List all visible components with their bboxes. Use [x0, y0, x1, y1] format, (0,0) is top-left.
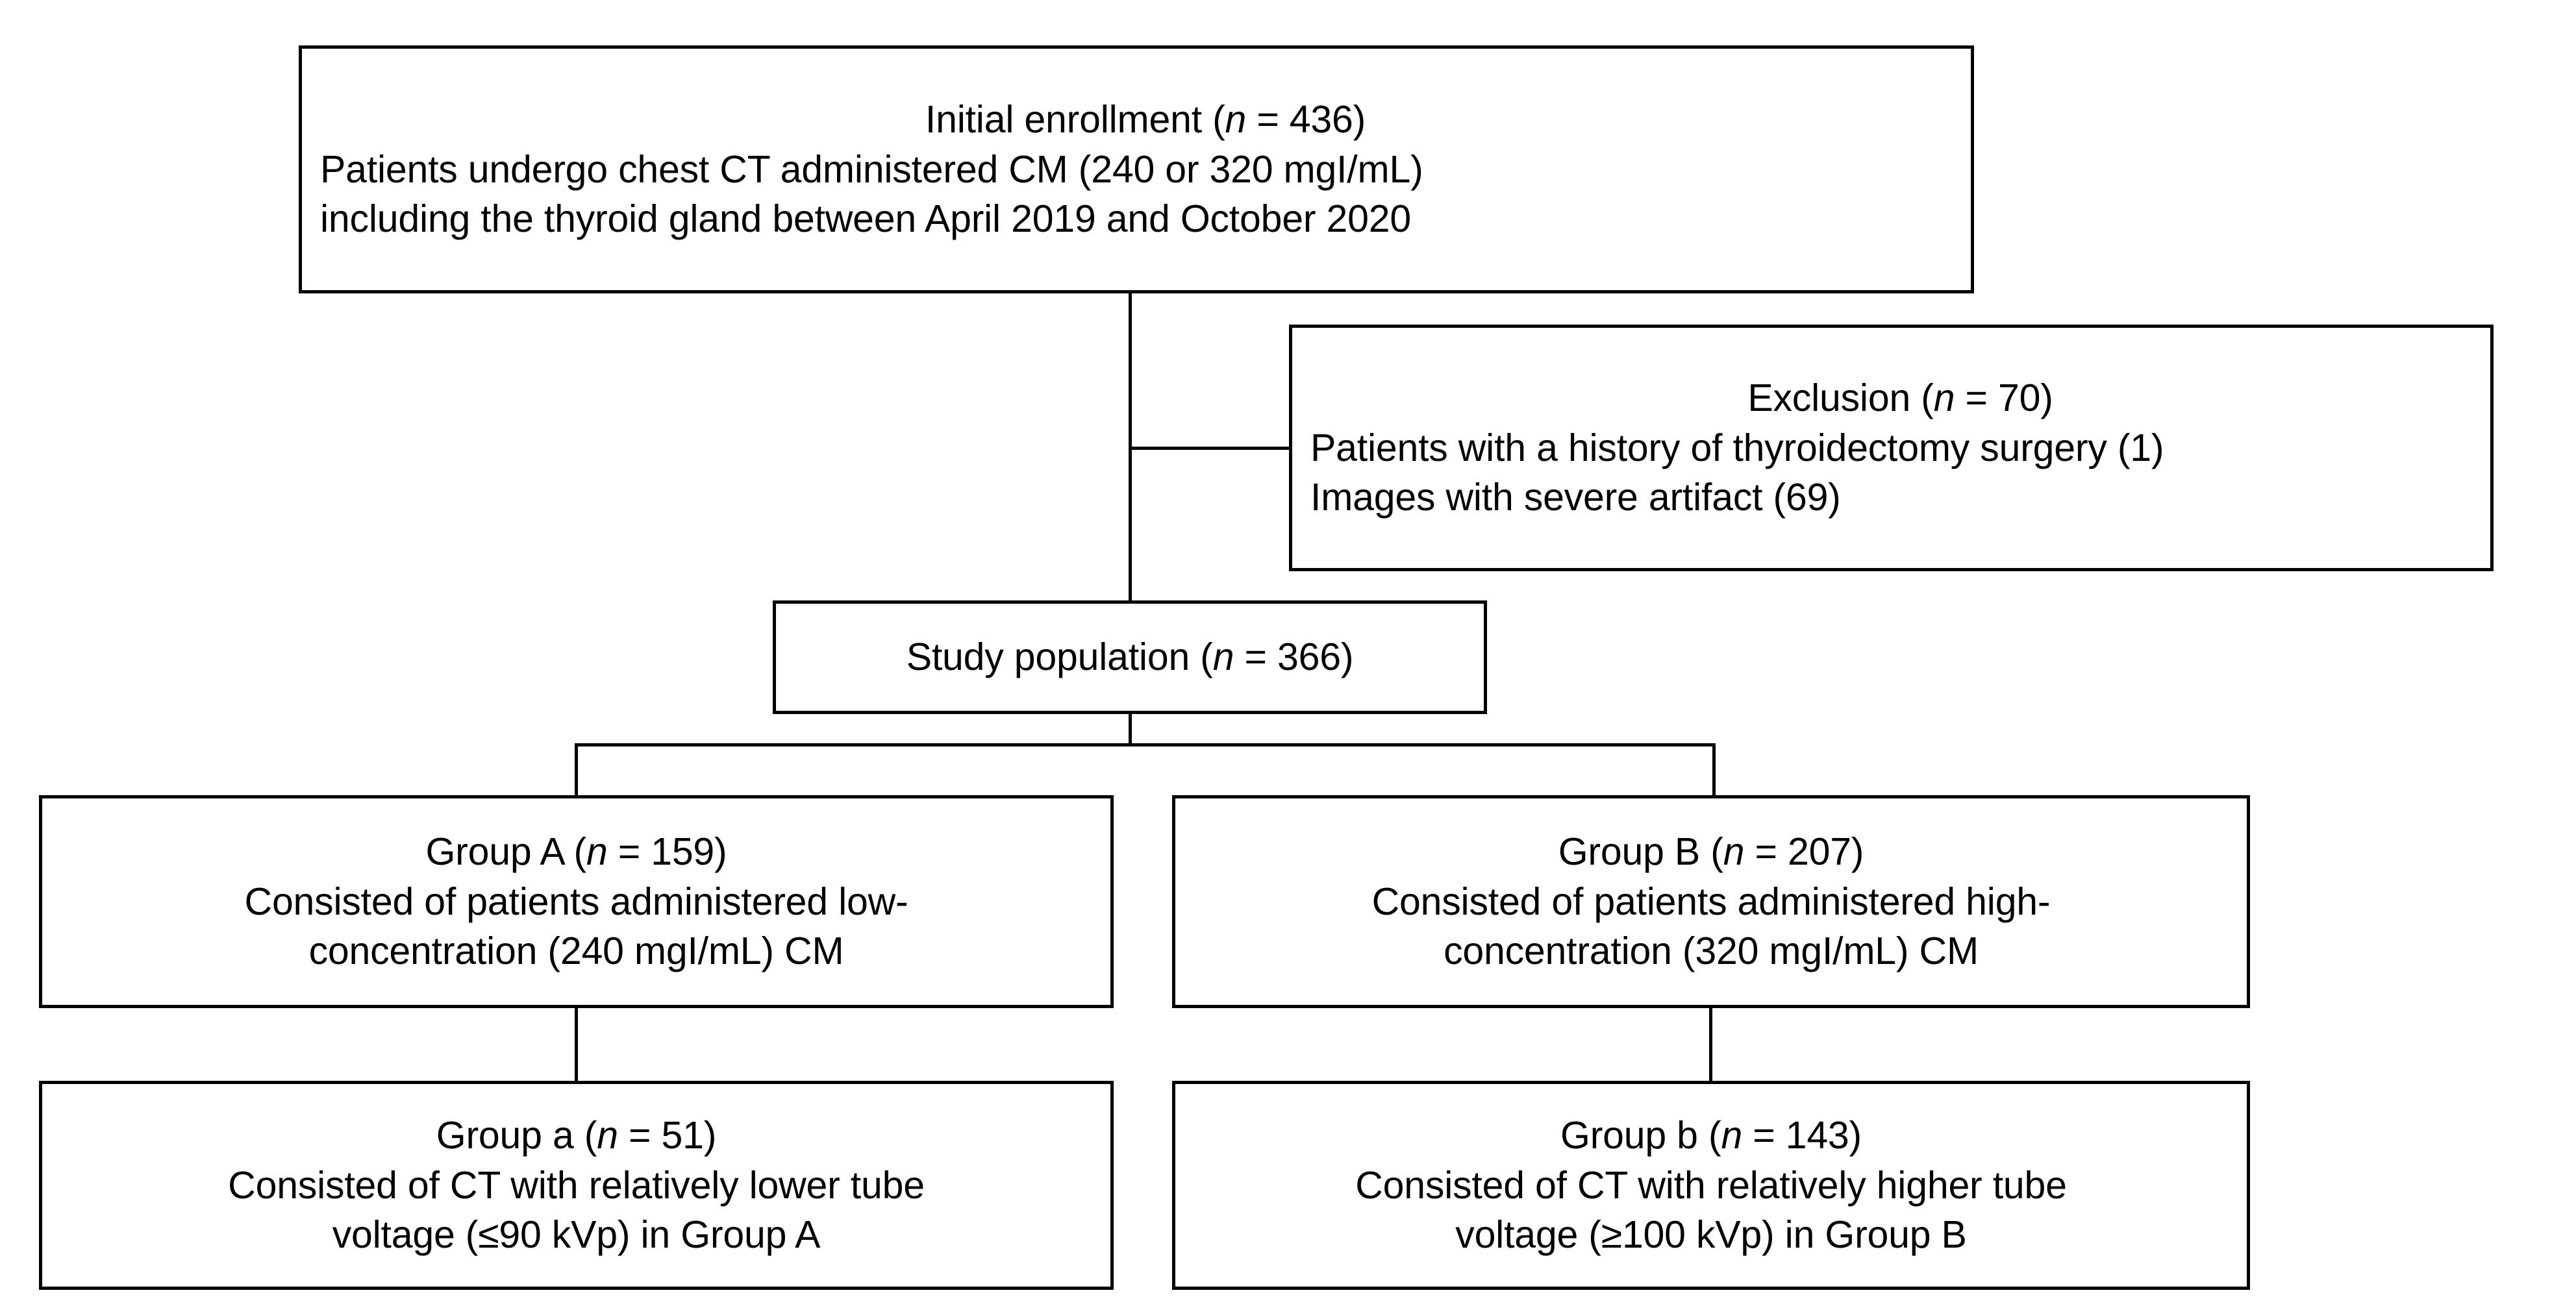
node-group-a-line2: Consisted of patients administered low- — [244, 880, 908, 923]
headline-prefix: Initial enrollment ( — [925, 97, 1225, 141]
headline-prefix: Group a ( — [436, 1113, 597, 1157]
node-group-b-lowercase-headline: Group b (n = 143) — [1175, 1111, 2247, 1161]
node-group-b-headline: Group B (n = 207) — [1175, 827, 2247, 877]
node-initial-enrollment-line2: Patients undergo chest CT administered C… — [320, 147, 1423, 191]
n-symbol: n — [1225, 97, 1247, 141]
connector-study-stem — [1129, 714, 1132, 745]
headline-prefix: Group b ( — [1560, 1113, 1721, 1157]
headline-prefix: Group B ( — [1558, 830, 1723, 873]
node-group-b-lowercase[interactable]: Group b (n = 143) Consisted of CT with r… — [1172, 1081, 2250, 1290]
n-symbol: n — [1212, 635, 1234, 679]
node-initial-enrollment-line3: including the thyroid gland between Apri… — [320, 197, 1411, 241]
headline-suffix: = 207) — [1744, 830, 1864, 873]
node-group-a-line3: concentration (240 mgI/mL) CM — [308, 930, 844, 973]
headline-prefix: Exclusion ( — [1747, 376, 1934, 419]
node-group-a-lowercase[interactable]: Group a (n = 51) Consisted of CT with re… — [39, 1081, 1114, 1290]
node-group-b-lowercase-line3: voltage (≥100 kVp) in Group B — [1455, 1213, 1967, 1257]
connector-group-a-to-group-a-low — [575, 1008, 578, 1083]
node-group-a-headline: Group A (n = 159) — [42, 827, 1110, 877]
n-symbol: n — [597, 1113, 618, 1157]
headline-prefix: Group A ( — [425, 830, 586, 873]
n-symbol: n — [586, 830, 608, 873]
headline-suffix: = 159) — [607, 830, 727, 873]
connector-group-b-to-group-b-high — [1709, 1008, 1712, 1083]
node-group-b-line3: concentration (320 mgI/mL) CM — [1444, 930, 1979, 973]
node-group-b-line2: Consisted of patients administered high- — [1371, 880, 2051, 923]
node-study-population[interactable]: Study population (n = 366) — [773, 600, 1487, 714]
connector-split-bar — [575, 743, 1716, 747]
node-group-a-lowercase-headline: Group a (n = 51) — [42, 1111, 1110, 1161]
node-group-b-lowercase-line2: Consisted of CT with relatively higher t… — [1355, 1163, 2067, 1207]
node-group-a-lowercase-line2: Consisted of CT with relatively lower tu… — [228, 1163, 925, 1207]
headline-suffix: = 70) — [1955, 376, 2053, 419]
node-exclusion-reason-1: Patients with a history of thyroidectomy… — [1310, 426, 2164, 469]
headline-prefix: Study population ( — [906, 635, 1213, 679]
connector-split-to-group-a — [575, 743, 578, 798]
headline-suffix: = 436) — [1246, 97, 1366, 141]
connector-trunk-to-exclusion — [1129, 447, 1291, 450]
node-exclusion[interactable]: Exclusion (n = 70) Patients with a histo… — [1289, 325, 2494, 571]
node-group-a-lowercase-line3: voltage (≤90 kVp) in Group A — [332, 1213, 821, 1257]
node-initial-enrollment[interactable]: Initial enrollment (n = 436) Patients un… — [299, 45, 1974, 293]
node-study-population-headline: Study population (n = 366) — [776, 632, 1484, 682]
n-symbol: n — [1723, 830, 1745, 873]
headline-suffix: = 366) — [1234, 635, 1354, 679]
node-group-a[interactable]: Group A (n = 159) Consisted of patients … — [39, 795, 1114, 1008]
node-initial-enrollment-headline: Initial enrollment (n = 436) — [302, 95, 1971, 145]
node-exclusion-headline: Exclusion (n = 70) — [1292, 373, 2490, 423]
node-exclusion-reason-2: Images with severe artifact (69) — [1310, 476, 1841, 519]
headline-suffix: = 143) — [1742, 1113, 1862, 1157]
node-group-b[interactable]: Group B (n = 207) Consisted of patients … — [1172, 795, 2250, 1008]
headline-suffix: = 51) — [618, 1113, 717, 1157]
connector-split-to-group-b — [1712, 743, 1716, 798]
n-symbol: n — [1933, 376, 1955, 419]
n-symbol: n — [1721, 1113, 1743, 1157]
